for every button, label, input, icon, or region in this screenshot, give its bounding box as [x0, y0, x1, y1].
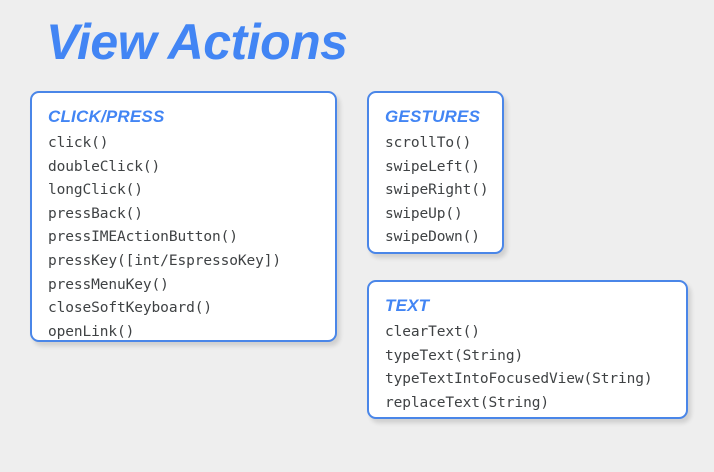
list-item: pressBack(): [48, 205, 143, 222]
list-item: click(): [48, 135, 109, 151]
list-item: doubleClick(): [48, 158, 161, 175]
list-item: pressKey([int/EspressoKey]): [48, 252, 282, 269]
list-item: longClick(): [48, 182, 143, 199]
action-list-text: clearText() typeText(String) typeTextInt…: [385, 321, 686, 415]
list-item: replaceText(String): [385, 394, 549, 411]
card-click-press: CLICK/PRESS click() doubleClick() longCl…: [30, 91, 337, 342]
list-item: openLink(): [48, 323, 135, 340]
list-item: pressMenuKey(): [48, 276, 169, 293]
list-item: scrollTo(): [385, 135, 472, 151]
page-title: View Actions: [46, 14, 348, 70]
list-item: pressIMEActionButton(): [48, 229, 238, 246]
list-item: closeSoftKeyboard(): [48, 300, 212, 317]
list-item: swipeRight(): [385, 182, 489, 199]
card-text: TEXT clearText() typeText(String) typeTe…: [367, 280, 688, 419]
card-heading-gestures: GESTURES: [385, 107, 481, 126]
card-heading-click-press: CLICK/PRESS: [48, 107, 165, 126]
action-list-click-press: click() doubleClick() longClick() pressB…: [48, 132, 335, 340]
list-item: typeTextIntoFocusedView(String): [385, 371, 653, 388]
list-item: clearText(): [385, 324, 480, 340]
list-item: typeText(String): [385, 347, 524, 364]
action-list-gestures: scrollTo() swipeLeft() swipeRight() swip…: [385, 132, 502, 250]
list-item: swipeLeft(): [385, 158, 480, 175]
list-item: swipeDown(): [385, 229, 480, 246]
card-gestures: GESTURES scrollTo() swipeLeft() swipeRig…: [367, 91, 504, 254]
card-heading-text: TEXT: [385, 296, 430, 315]
list-item: swipeUp(): [385, 205, 463, 222]
